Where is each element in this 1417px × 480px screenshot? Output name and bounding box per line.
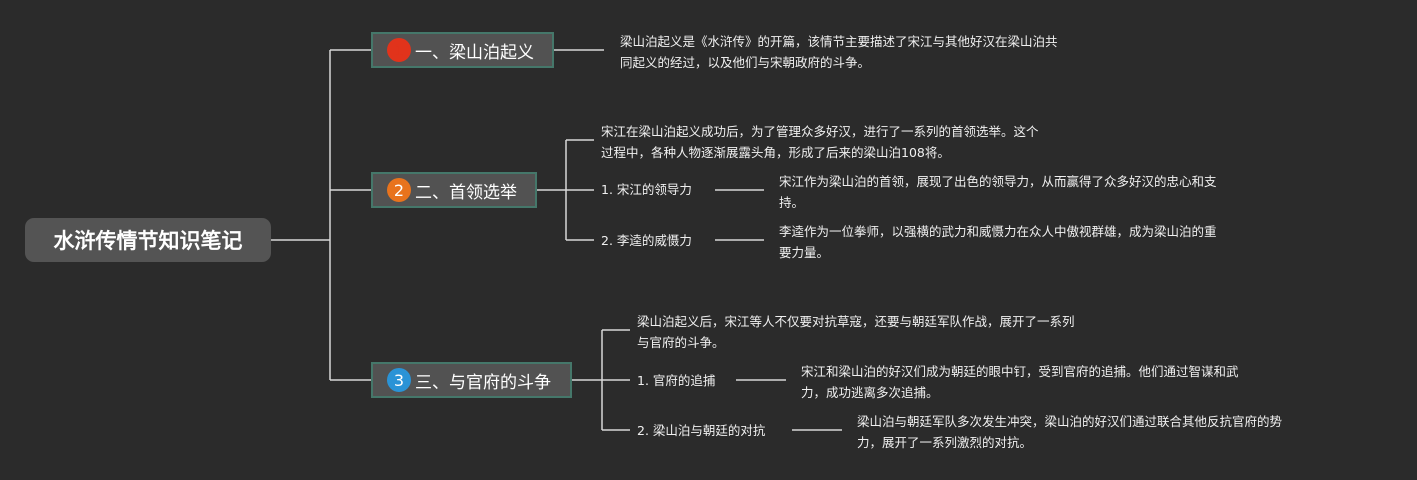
desc-line: 过程中，各种人物逐渐展露头角，形成了后来的梁山泊108将。 [601, 145, 950, 160]
number-badge-icon: 3 [387, 368, 411, 392]
desc-line: 梁山泊起义后，宋江等人不仅要对抗草寇，还要与朝廷军队作战，展开了一系列 [637, 314, 1075, 329]
subtopic-2-2[interactable]: 2. 李逵的威慑力 [601, 232, 692, 250]
number-badge-icon: 1 [387, 38, 411, 62]
branch-topic-1[interactable]: 1 一、梁山泊起义 [371, 32, 554, 68]
branch-topic-2[interactable]: 2 二、首领选举 [371, 172, 537, 208]
subtopic-3-1[interactable]: 1. 官府的追捕 [637, 372, 715, 390]
desc-line: 梁山泊起义是《水浒传》的开篇，该情节主要描述了宋江与其他好汉在梁山泊共 [620, 34, 1058, 49]
desc-line: 与官府的斗争。 [637, 335, 725, 350]
subtopic-2-2-description: 李逵作为一位拳师，以强横的武力和威慑力在众人中傲视群雄，成为梁山泊的重 要力量。 [779, 221, 1217, 263]
branch-title: 一、梁山泊起义 [415, 42, 534, 63]
desc-line: 持。 [779, 195, 805, 210]
branch-3-description: 梁山泊起义后，宋江等人不仅要对抗草寇，还要与朝廷军队作战，展开了一系列 与官府的… [637, 311, 1075, 353]
subtopic-2-1-description: 宋江作为梁山泊的首领，展现了出色的领导力，从而赢得了众多好汉的忠心和支 持。 [779, 171, 1217, 213]
subtopic-label: 2. 李逵的威慑力 [601, 233, 692, 248]
desc-line: 宋江和梁山泊的好汉们成为朝廷的眼中钉，受到官府的追捕。他们通过智谋和武 [801, 364, 1239, 379]
branch-title: 三、与官府的斗争 [415, 372, 551, 393]
subtopic-3-2[interactable]: 2. 梁山泊与朝廷的对抗 [637, 422, 765, 440]
badge-number: 1 [393, 40, 405, 60]
number-badge-icon: 2 [387, 178, 411, 202]
branch-1-description: 梁山泊起义是《水浒传》的开篇，该情节主要描述了宋江与其他好汉在梁山泊共 同起义的… [620, 31, 1058, 73]
subtopic-2-1[interactable]: 1. 宋江的领导力 [601, 181, 692, 199]
badge-number: 3 [393, 370, 405, 390]
subtopic-3-2-description: 梁山泊与朝廷军队多次发生冲突，梁山泊的好汉们通过联合其他反抗官府的势 力，展开了… [857, 411, 1282, 453]
desc-line: 力，成功逃离多次追捕。 [801, 385, 939, 400]
subtopic-label: 1. 官府的追捕 [637, 373, 716, 388]
subtopic-label: 1. 宋江的领导力 [601, 182, 692, 197]
desc-line: 要力量。 [779, 245, 830, 260]
desc-line: 宋江在梁山泊起义成功后，为了管理众多好汉，进行了一系列的首领选举。这个 [601, 124, 1039, 139]
desc-line: 李逵作为一位拳师，以强横的武力和威慑力在众人中傲视群雄，成为梁山泊的重 [779, 224, 1217, 239]
desc-line: 宋江作为梁山泊的首领，展现了出色的领导力，从而赢得了众多好汉的忠心和支 [779, 174, 1217, 189]
root-topic[interactable]: 水浒传情节知识笔记 [25, 218, 271, 262]
branch-2-description: 宋江在梁山泊起义成功后，为了管理众多好汉，进行了一系列的首领选举。这个 过程中，… [601, 121, 1039, 163]
subtopic-label: 2. 梁山泊与朝廷的对抗 [637, 423, 766, 438]
desc-line: 梁山泊与朝廷军队多次发生冲突，梁山泊的好汉们通过联合其他反抗官府的势 [857, 414, 1283, 429]
desc-line: 力，展开了一系列激烈的对抗。 [857, 435, 1033, 450]
branch-title: 二、首领选举 [415, 182, 517, 203]
branch-topic-3[interactable]: 3 三、与官府的斗争 [371, 362, 572, 398]
badge-number: 2 [393, 180, 405, 200]
desc-line: 同起义的经过，以及他们与宋朝政府的斗争。 [620, 55, 871, 70]
root-title: 水浒传情节知识笔记 [53, 229, 243, 253]
subtopic-3-1-description: 宋江和梁山泊的好汉们成为朝廷的眼中钉，受到官府的追捕。他们通过智谋和武 力，成功… [801, 361, 1239, 403]
